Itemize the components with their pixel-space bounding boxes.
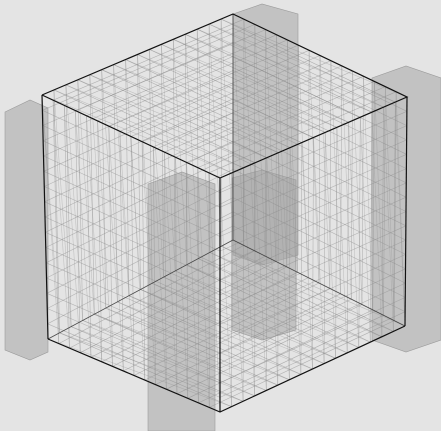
grid-lines — [42, 14, 407, 412]
grid-line — [114, 65, 129, 296]
cube-edges — [42, 14, 407, 412]
grid-line — [314, 138, 325, 364]
slab-left — [5, 100, 48, 360]
grid-line — [360, 117, 370, 342]
